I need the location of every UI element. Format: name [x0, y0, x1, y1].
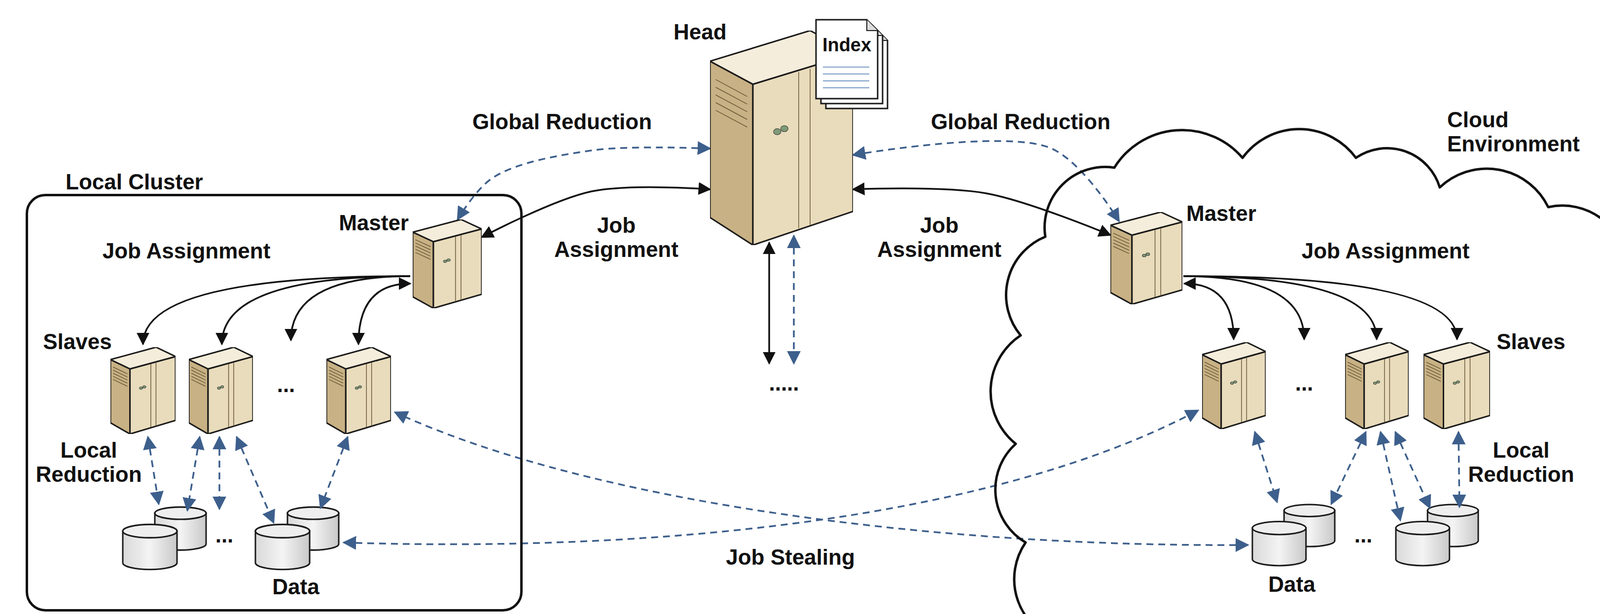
data-disk [1252, 504, 1335, 566]
reduction-arrow [236, 436, 274, 523]
page-line [822, 73, 870, 75]
reduction-arrow [147, 436, 159, 504]
node-label: Master [325, 210, 409, 235]
annotation-label: Slaves [42, 329, 112, 354]
slave-server [1345, 342, 1409, 429]
annotation-label: Job Assignment [102, 238, 271, 263]
edge-label: Global Reduction [456, 109, 669, 134]
node-label: Master [1186, 201, 1257, 226]
reduction-arrow [320, 436, 348, 508]
assignment-arrow [221, 276, 411, 345]
cluster-box: MasterLocal Cluster [25, 193, 523, 612]
annotation-label: ... [277, 372, 296, 397]
head-link-dashed-arrow [792, 235, 795, 364]
region-heading: Local Cluster [65, 169, 204, 194]
region-heading: Cloud Environment [1447, 107, 1596, 157]
srv-outline [412, 219, 482, 309]
assignment-arrow [358, 283, 411, 345]
reduction-arrow [1331, 431, 1366, 504]
annotation-label: ... [1295, 370, 1314, 395]
edge-label: Global Reduction [914, 109, 1127, 134]
annotation-label: Local Reduction [27, 437, 151, 487]
annotation-label: ..... [768, 370, 799, 395]
assignment-arrow [1183, 276, 1377, 340]
srv-outline [1110, 212, 1183, 305]
annotation-label: ... [1354, 522, 1373, 547]
reduction-arrow [1380, 431, 1401, 521]
reduction-connector [853, 141, 1120, 222]
page-fold [866, 19, 878, 31]
page-line [822, 66, 870, 68]
assignment-arrow [1183, 276, 1458, 340]
job-stealing-arrow [343, 410, 1199, 545]
slave-server [110, 347, 176, 434]
job-stealing-arrow [394, 412, 1248, 545]
node-label: Index [816, 34, 878, 56]
edge-label: Job Assignment [870, 213, 1009, 262]
slave-server [1202, 342, 1266, 429]
local-reduction-arrows [147, 235, 1460, 545]
reduction-arrow [187, 436, 200, 511]
annotation-label: Slaves [1496, 329, 1565, 354]
data-disk [255, 506, 339, 570]
slave-server [188, 347, 253, 434]
assignment-arrow [1183, 276, 1305, 340]
edge-label: Job Assignment [547, 213, 686, 262]
annotation-label: ... [215, 522, 234, 547]
annotation-label: Local Reduction [1459, 437, 1583, 487]
job-assignment-arrows [142, 242, 1458, 364]
data-disk [1395, 504, 1479, 566]
slave-server [1423, 342, 1491, 429]
cluster-illustration [110, 235, 1491, 570]
node-label: Head [673, 19, 727, 44]
reduction-arrow [1458, 431, 1460, 507]
server-icon [1110, 212, 1183, 305]
page-line [822, 80, 870, 82]
reduction-arrow [1254, 431, 1278, 502]
slave-server [326, 347, 392, 434]
doc-outline [816, 19, 888, 111]
assignment-connector [853, 188, 1111, 236]
index-document: Index [816, 19, 888, 111]
edge-label: Job Stealing [721, 544, 859, 569]
assignment-arrow [1184, 283, 1234, 340]
annotation-label: Data [272, 574, 320, 599]
page-line [822, 87, 870, 89]
assignment-arrow [142, 276, 411, 345]
reduction-arrow [218, 436, 221, 509]
master-server: Master [412, 219, 482, 309]
data-disk [122, 506, 207, 570]
server-icon [412, 219, 482, 309]
annotation-label: Job Assignment [1301, 238, 1470, 263]
reduction-connector [457, 147, 711, 220]
head-link-arrow [768, 242, 771, 364]
master-server: Master [1110, 212, 1183, 305]
page-sheet [816, 19, 878, 99]
annotation-label: Data [1268, 571, 1316, 597]
cloud-outline [990, 129, 1600, 614]
reduction-arrow [1395, 431, 1430, 508]
assignment-connector [481, 187, 711, 238]
